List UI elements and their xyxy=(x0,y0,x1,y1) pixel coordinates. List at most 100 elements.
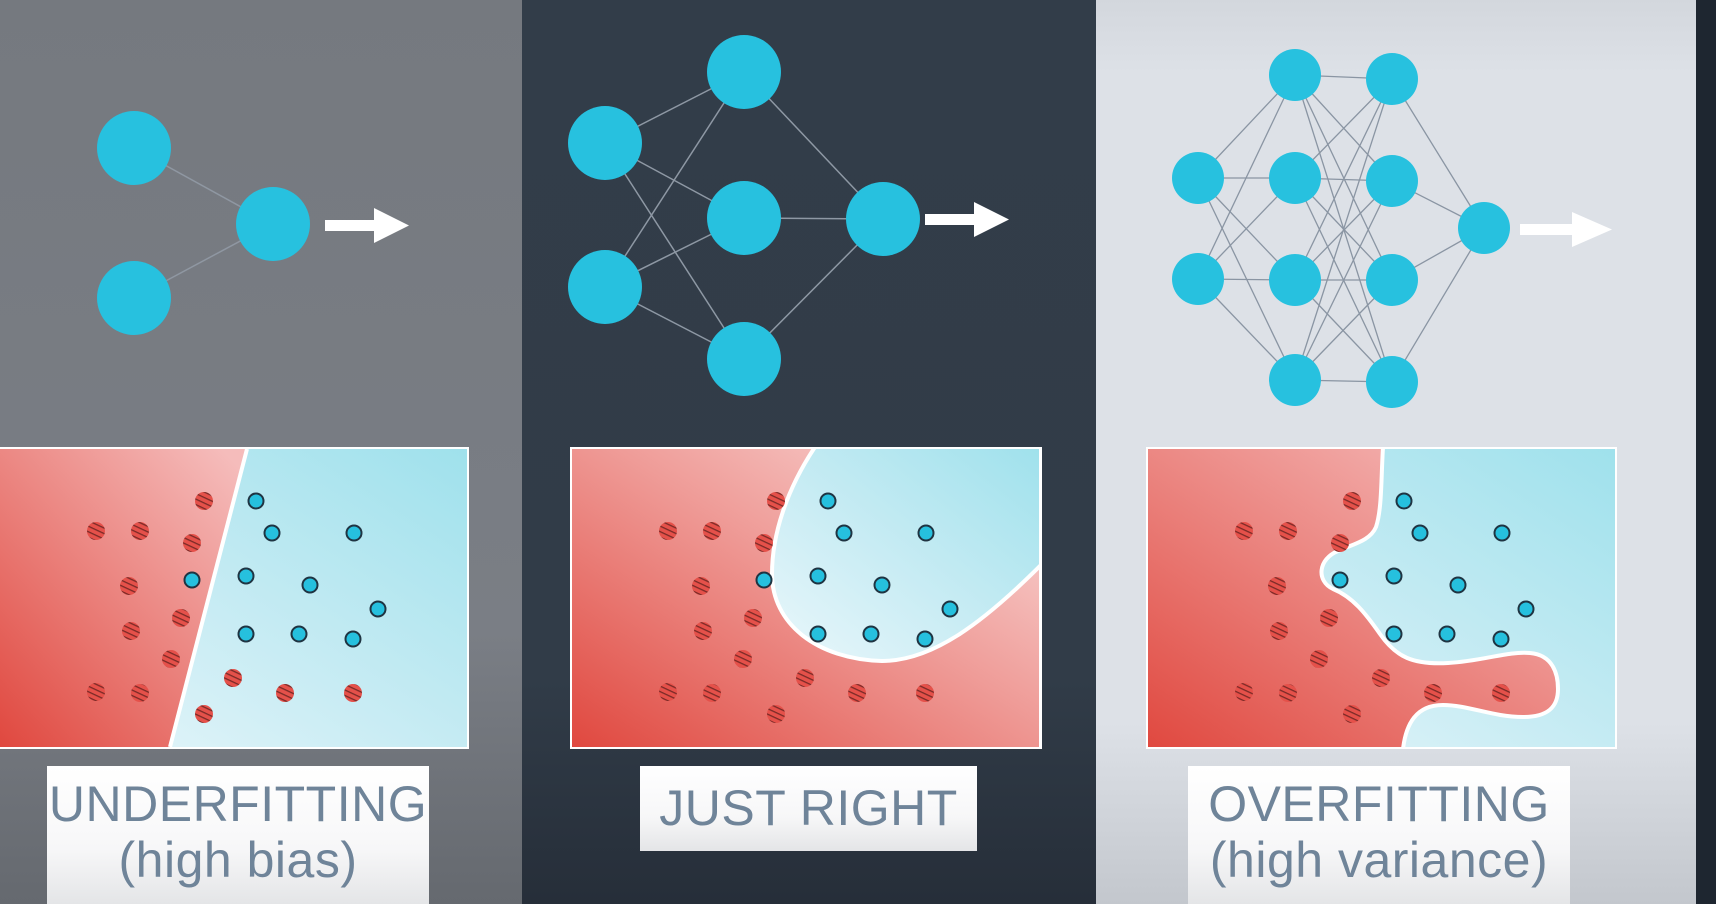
overfitting-plot xyxy=(1146,447,1617,749)
red-point xyxy=(122,622,140,640)
red-point xyxy=(659,683,677,701)
blue-point xyxy=(263,524,281,542)
blue-point xyxy=(1331,571,1349,589)
red-point xyxy=(120,577,138,595)
blue-point xyxy=(1449,576,1467,594)
red-point xyxy=(183,534,201,552)
just-right-title: JUST RIGHT xyxy=(659,780,958,836)
input-node xyxy=(97,261,171,335)
blue-point xyxy=(1517,600,1535,618)
hidden-node xyxy=(1366,155,1418,207)
blue-point xyxy=(755,571,773,589)
blue-point xyxy=(247,492,265,510)
hidden-node xyxy=(1366,254,1418,306)
blue-point xyxy=(1493,524,1511,542)
hidden-node xyxy=(1269,152,1321,204)
red-point xyxy=(276,684,294,702)
red-point xyxy=(755,534,773,552)
blue-point xyxy=(835,524,853,542)
red-point xyxy=(1235,683,1253,701)
red-point xyxy=(916,684,934,702)
red-point xyxy=(195,705,213,723)
input-node xyxy=(568,250,642,324)
blue-point xyxy=(819,492,837,510)
overfitting-title: OVERFITTING xyxy=(1208,776,1550,832)
blue-point xyxy=(183,571,201,589)
hidden-node xyxy=(1269,254,1321,306)
underfitting-plot xyxy=(0,447,469,749)
red-point xyxy=(659,522,677,540)
hidden-node xyxy=(707,35,781,109)
red-point xyxy=(1320,609,1338,627)
overfitting-network xyxy=(1172,49,1612,408)
blue-point xyxy=(345,524,363,542)
hidden-node xyxy=(1269,49,1321,101)
red-point xyxy=(162,650,180,668)
blue-point xyxy=(301,576,319,594)
blue-point xyxy=(916,630,934,648)
red-point xyxy=(734,650,752,668)
red-point xyxy=(1270,622,1288,640)
red-point xyxy=(1424,684,1442,702)
just-right-plot xyxy=(570,447,1042,749)
input-node xyxy=(1172,152,1224,204)
output-arrow-icon xyxy=(325,208,409,243)
blue-point xyxy=(1492,630,1510,648)
red-point xyxy=(87,683,105,701)
input-node xyxy=(568,106,642,180)
just-right-network xyxy=(568,35,1009,396)
blue-point xyxy=(809,625,827,643)
red-point xyxy=(1279,684,1297,702)
red-point xyxy=(224,669,242,687)
red-point xyxy=(131,684,149,702)
blue-point xyxy=(917,524,935,542)
red-point xyxy=(1268,577,1286,595)
hidden-node xyxy=(1366,356,1418,408)
blue-point xyxy=(862,625,880,643)
red-point xyxy=(1492,684,1510,702)
red-point xyxy=(767,705,785,723)
overfitting-subtitle: (high variance) xyxy=(1209,832,1549,888)
red-point xyxy=(1235,522,1253,540)
input-node xyxy=(97,111,171,185)
red-point xyxy=(703,684,721,702)
red-point xyxy=(1343,492,1361,510)
red-point xyxy=(1331,534,1349,552)
output-node xyxy=(236,187,310,261)
input-node xyxy=(1172,253,1224,305)
red-point xyxy=(1310,650,1328,668)
output-node xyxy=(846,182,920,256)
blue-point xyxy=(237,625,255,643)
red-point xyxy=(344,684,362,702)
red-point xyxy=(131,522,149,540)
output-node xyxy=(1458,202,1510,254)
red-point xyxy=(703,522,721,540)
blue-point xyxy=(344,630,362,648)
blue-point xyxy=(941,600,959,618)
output-arrow-icon xyxy=(925,202,1009,237)
red-point xyxy=(195,492,213,510)
red-point xyxy=(692,577,710,595)
blue-point xyxy=(1385,625,1403,643)
red-point xyxy=(87,522,105,540)
red-point xyxy=(1372,669,1390,687)
blue-point xyxy=(290,625,308,643)
blue-point xyxy=(1438,625,1456,643)
blue-point xyxy=(1385,567,1403,585)
just-right-label: JUST RIGHT xyxy=(640,766,977,851)
red-point xyxy=(694,622,712,640)
underfitting-subtitle: (high bias) xyxy=(118,832,358,888)
blue-point xyxy=(237,567,255,585)
overfitting-label: OVERFITTING (high variance) xyxy=(1188,766,1570,904)
blue-point xyxy=(1395,492,1413,510)
blue-point xyxy=(809,567,827,585)
red-point xyxy=(848,684,866,702)
blue-point xyxy=(1411,524,1429,542)
hidden-node xyxy=(707,181,781,255)
blue-point xyxy=(369,600,387,618)
red-point xyxy=(1343,705,1361,723)
red-point xyxy=(1279,522,1297,540)
hidden-node xyxy=(707,322,781,396)
hidden-node xyxy=(1366,53,1418,105)
